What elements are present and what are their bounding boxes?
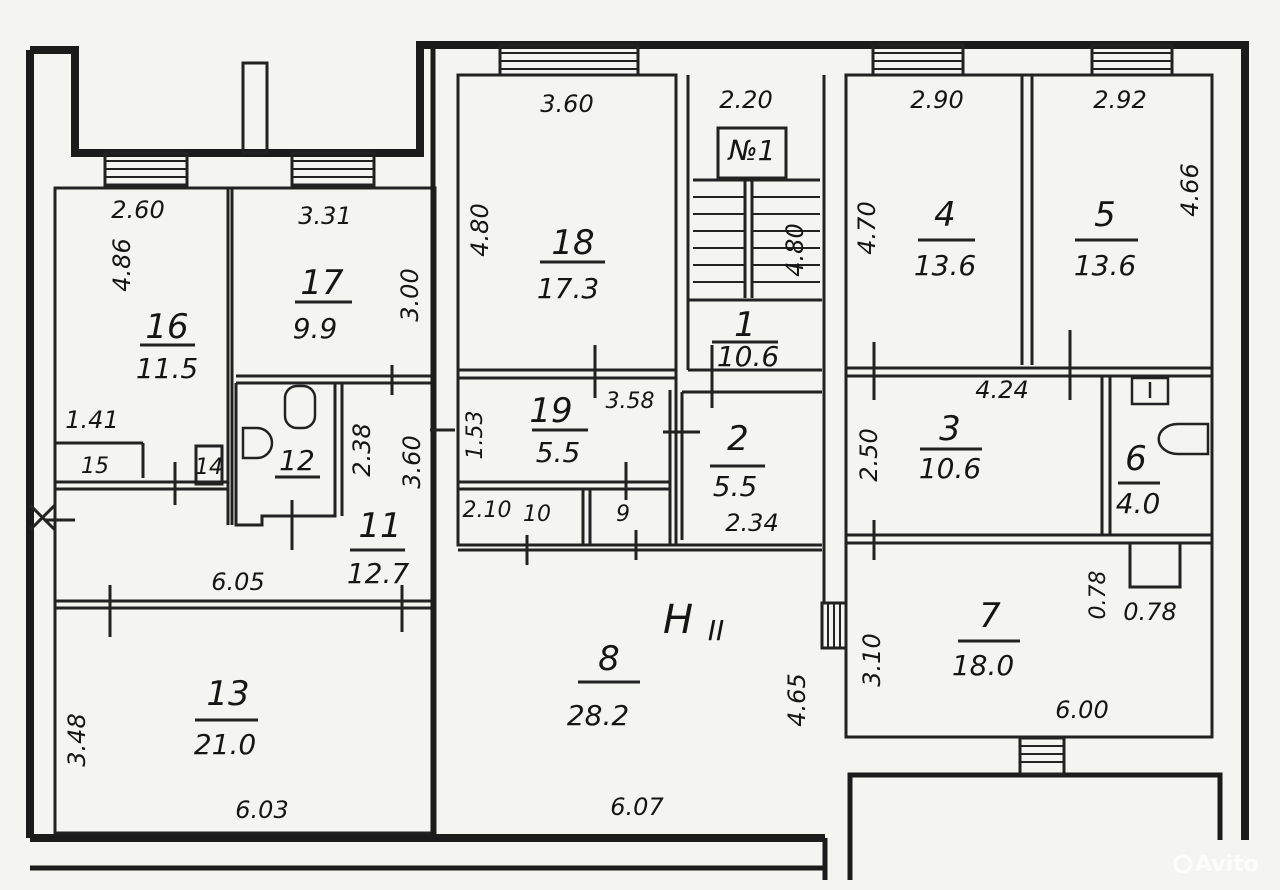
dim-2-10: 2.10 bbox=[463, 498, 512, 523]
room-9-number: 9 bbox=[616, 502, 630, 527]
room-18-number: 18 bbox=[551, 223, 594, 263]
room-4-number: 4 bbox=[934, 195, 956, 235]
dim-1-53: 1.53 bbox=[463, 411, 488, 460]
sink-icon-2 bbox=[1130, 376, 1170, 406]
dim-1-41: 1.41 bbox=[65, 406, 118, 434]
room-5-area: 13.6 bbox=[1074, 249, 1136, 282]
room-6-number: 6 bbox=[1125, 439, 1147, 479]
room-17-number: 17 bbox=[300, 263, 344, 303]
sink-icon bbox=[241, 426, 274, 460]
dim-4-24: 4.24 bbox=[975, 376, 1028, 404]
room-2-area: 5.5 bbox=[713, 470, 758, 503]
dim-3-31: 3.31 bbox=[298, 202, 351, 230]
dim-3-58: 3.58 bbox=[606, 389, 655, 414]
room-12-number: 12 bbox=[279, 444, 315, 477]
watermark: Avito bbox=[1173, 852, 1259, 877]
exterior-walls bbox=[26, 41, 1249, 880]
room-19-area: 5.5 bbox=[536, 436, 581, 469]
room-8-number: 8 bbox=[598, 639, 620, 679]
dim-2-50: 2.50 bbox=[855, 428, 883, 481]
dim-3-10: 3.10 bbox=[858, 633, 886, 686]
dim-2-38: 2.38 bbox=[348, 423, 376, 476]
room-13-number: 13 bbox=[206, 674, 249, 714]
room-1-area: 10.6 bbox=[717, 340, 779, 373]
room-5-number: 5 bbox=[1094, 195, 1116, 235]
door-marks bbox=[28, 330, 1072, 637]
dim-3-48: 3.48 bbox=[63, 713, 91, 766]
room-4-area: 13.6 bbox=[914, 249, 976, 282]
room-3-area: 10.6 bbox=[919, 452, 981, 485]
avito-logo-icon bbox=[1173, 854, 1193, 874]
fixtures bbox=[241, 376, 1210, 460]
dim-3-00: 3.00 bbox=[396, 268, 424, 321]
dim-2-92: 2.92 bbox=[1093, 86, 1146, 114]
room-14-number: 14 bbox=[195, 455, 223, 480]
watermark-text: Avito bbox=[1195, 852, 1259, 877]
dim-0-78: 0.78 bbox=[1123, 598, 1176, 626]
staircase bbox=[693, 126, 820, 298]
room-17-area: 9.9 bbox=[293, 312, 338, 345]
dim-6-03: 6.03 bbox=[235, 796, 288, 824]
room-8-area: 28.2 bbox=[567, 699, 629, 732]
room-2-number: 2 bbox=[727, 419, 749, 459]
room-18-area: 17.3 bbox=[537, 272, 599, 305]
dim-0-78v: 0.78 bbox=[1086, 571, 1111, 620]
dimensions-horizontal: 2.60 3.31 3.60 2.20 2.90 2.92 1.41 3.58 … bbox=[65, 86, 1176, 824]
dim-6-00: 6.00 bbox=[1055, 696, 1108, 724]
floor-mark: Н bbox=[663, 597, 693, 643]
room-11-number: 11 bbox=[358, 506, 401, 546]
toilet-icon-2 bbox=[1157, 422, 1210, 456]
dimensions-vertical: 4.86 3.00 4.80 4.80 4.70 4.66 2.38 3.60 … bbox=[63, 163, 1204, 766]
room-15-number: 15 bbox=[81, 454, 109, 479]
dim-3-60: 3.60 bbox=[540, 90, 593, 118]
dim-6-07: 6.07 bbox=[610, 793, 664, 821]
dim-2-60: 2.60 bbox=[111, 196, 164, 224]
interior-walls bbox=[53, 45, 1214, 838]
dim-2-34: 2.34 bbox=[725, 509, 778, 537]
dim-2-20: 2.20 bbox=[719, 86, 772, 114]
room-11-area: 12.7 bbox=[347, 557, 410, 590]
room-16-number: 16 bbox=[145, 307, 188, 347]
toilet-icon bbox=[283, 384, 317, 430]
room-19-number: 19 bbox=[529, 391, 572, 431]
room-7-number: 7 bbox=[979, 596, 1001, 636]
room-3-number: 3 bbox=[939, 409, 961, 449]
dim-3-60v: 3.60 bbox=[398, 435, 426, 488]
dim-4-80: 4.80 bbox=[466, 203, 494, 256]
stair-label: №1 bbox=[727, 134, 776, 167]
windows bbox=[103, 43, 1174, 776]
dim-6-05: 6.05 bbox=[211, 568, 264, 596]
dim-4-70: 4.70 bbox=[853, 201, 881, 254]
dim-4-80b: 4.80 bbox=[781, 223, 809, 276]
room-16-area: 11.5 bbox=[136, 352, 198, 385]
room-13-area: 21.0 bbox=[194, 728, 256, 761]
dim-2-90: 2.90 bbox=[910, 86, 963, 114]
floor-mark-sub: II bbox=[708, 614, 725, 647]
dim-4-65: 4.65 bbox=[783, 673, 811, 726]
room-labels: 16 11.5 17 9.9 18 17.3 1 10.6 4 13.6 5 1… bbox=[81, 134, 1160, 761]
room-6-area: 4.0 bbox=[1116, 487, 1161, 520]
room-7-area: 18.0 bbox=[952, 649, 1014, 682]
dim-4-66: 4.66 bbox=[1176, 163, 1204, 216]
room-10-number: 10 bbox=[523, 502, 551, 527]
room-1-number: 1 bbox=[734, 305, 756, 345]
dim-4-86: 4.86 bbox=[108, 238, 136, 291]
